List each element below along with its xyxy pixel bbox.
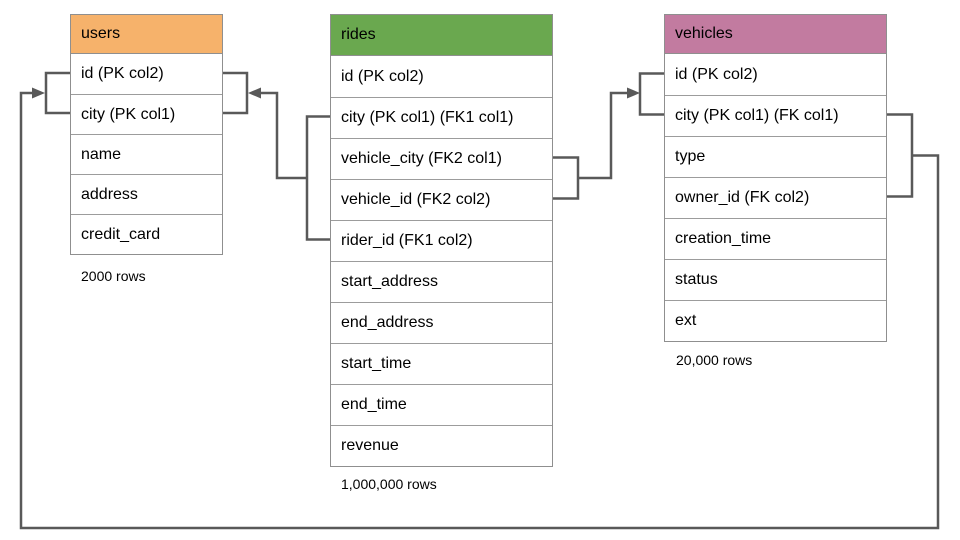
vehicles-right-bracket xyxy=(887,113,914,198)
table-row: type xyxy=(665,136,886,177)
vehicles-row-count-label: 20,000 rows xyxy=(676,352,753,368)
table-row: id (PK col2) xyxy=(331,56,552,97)
table-row: revenue xyxy=(331,425,552,466)
table-row: end_time xyxy=(331,384,552,425)
table-row: name xyxy=(71,134,222,174)
table-row: id (PK col2) xyxy=(71,54,222,94)
table-users: users id (PK col2) city (PK col1) name a… xyxy=(70,14,223,255)
rides-right-bracket xyxy=(553,156,580,200)
fk2-path xyxy=(578,91,627,180)
table-row: start_address xyxy=(331,261,552,302)
table-users-title: users xyxy=(71,15,222,54)
fk1-path xyxy=(260,91,307,180)
users-row-count-label: 2000 rows xyxy=(81,268,146,284)
table-row: creation_time xyxy=(665,218,886,259)
table-row: city (PK col1) (FK1 col1) xyxy=(331,97,552,138)
connector-fk2-rides-to-vehicles xyxy=(553,72,664,200)
table-row: ext xyxy=(665,300,886,341)
users-right-bracket xyxy=(222,71,249,115)
fk2-arrowhead-icon xyxy=(627,87,640,99)
fk1-arrowhead-icon xyxy=(248,87,261,99)
table-row: id (PK col2) xyxy=(665,54,886,95)
table-row: city (PK col1) (FK col1) xyxy=(665,95,886,136)
users-left-bracket xyxy=(44,71,70,115)
table-row: end_address xyxy=(331,302,552,343)
table-row: start_time xyxy=(331,343,552,384)
table-row: address xyxy=(71,174,222,214)
table-rides-title: rides xyxy=(331,15,552,56)
rides-left-bracket xyxy=(305,115,330,241)
table-rides: rides id (PK col2) city (PK col1) (FK1 c… xyxy=(330,14,553,467)
table-row: city (PK col1) xyxy=(71,94,222,134)
connector-fk1-rides-to-users xyxy=(222,71,330,241)
table-vehicles-title: vehicles xyxy=(665,15,886,54)
table-row: owner_id (FK col2) xyxy=(665,177,886,218)
table-vehicles: vehicles id (PK col2) city (PK col1) (FK… xyxy=(664,14,887,342)
rides-row-count-label: 1,000,000 rows xyxy=(341,476,437,492)
fk-arrowhead-icon xyxy=(32,87,45,99)
vehicles-left-bracket xyxy=(638,72,664,116)
table-row: status xyxy=(665,259,886,300)
table-row: vehicle_id (FK2 col2) xyxy=(331,179,552,220)
table-row: credit_card xyxy=(71,214,222,254)
table-row: rider_id (FK1 col2) xyxy=(331,220,552,261)
table-row: vehicle_city (FK2 col1) xyxy=(331,138,552,179)
